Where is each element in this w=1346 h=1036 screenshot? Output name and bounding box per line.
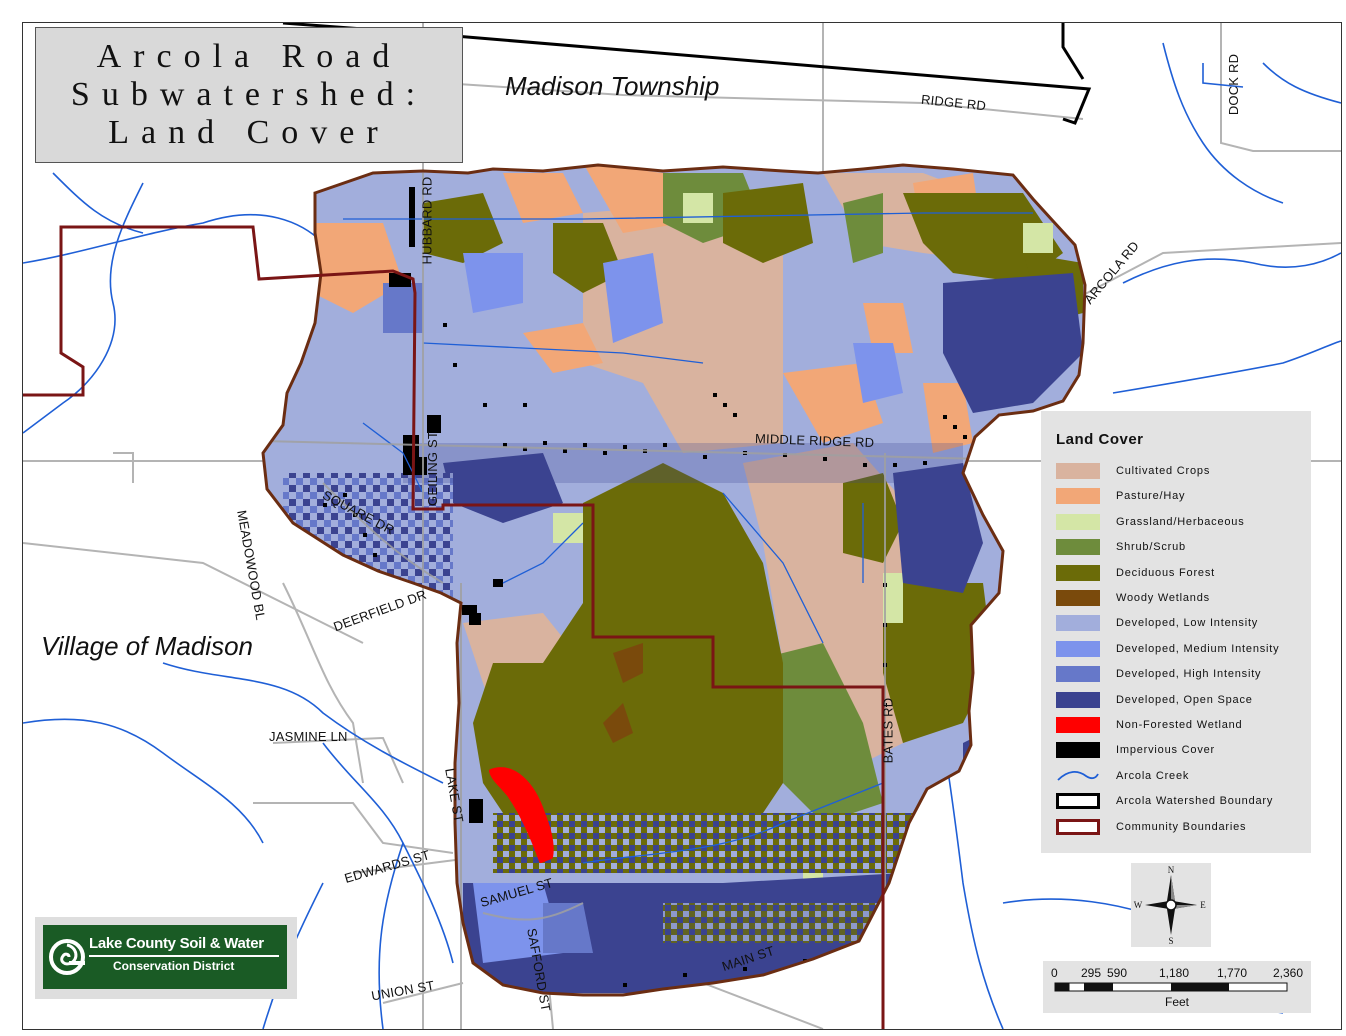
- scale-tick-label: 295: [1081, 966, 1102, 980]
- logo-rule: [89, 955, 279, 957]
- legend-item: Pasture/Hay: [1056, 486, 1185, 506]
- legend-item: Shrub/Scrub: [1056, 537, 1186, 557]
- legend-label: Grassland/Herbaceous: [1116, 515, 1245, 528]
- legend-swatch: [1056, 590, 1100, 606]
- legend-swatch: [1056, 768, 1100, 784]
- legend-swatch: [1056, 793, 1100, 810]
- legend-swatch: [1056, 539, 1100, 556]
- legend-swatch: [1056, 666, 1100, 683]
- swirl-logo-icon: [49, 939, 85, 975]
- legend-label: Developed, Low Intensity: [1116, 617, 1259, 630]
- legend-item: Non-Forested Wetland: [1056, 715, 1242, 735]
- road-label-hubbard-rd: HUBBARD RD: [419, 176, 435, 265]
- compass-w: W: [1134, 900, 1143, 910]
- legend-label: Developed, Open Space: [1116, 693, 1253, 706]
- logo: Lake County Soil & Water Conservation Di…: [43, 925, 287, 989]
- legend-label: Impervious Cover: [1116, 744, 1215, 757]
- legend-label: Deciduous Forest: [1116, 566, 1216, 579]
- compass-s: S: [1168, 936, 1173, 946]
- title-line-3: Land Cover: [108, 114, 390, 151]
- place-label-madison-township: Madison Township: [505, 71, 720, 101]
- legend-label: Developed, Medium Intensity: [1116, 642, 1280, 655]
- legend-label: Community Boundaries: [1116, 820, 1247, 833]
- legend-item: Cultivated Crops: [1056, 461, 1210, 481]
- legend-item: Developed, Open Space: [1056, 690, 1253, 710]
- legend-item: Developed, Medium Intensity: [1056, 639, 1279, 659]
- legend-swatch: [1056, 742, 1100, 759]
- title-line-2: Subwatershed:: [70, 76, 428, 113]
- scale-tick-label: 0: [1051, 966, 1058, 980]
- watershed-outline: [261, 163, 1087, 997]
- legend-item: Arcola Creek: [1056, 766, 1189, 786]
- legend-label: Shrub/Scrub: [1116, 541, 1186, 554]
- legend-item: Developed, Low Intensity: [1056, 613, 1258, 633]
- legend-label: Cultivated Crops: [1116, 465, 1211, 477]
- scale-tick-label: 1,180: [1159, 966, 1190, 980]
- logo-box: Lake County Soil & Water Conservation Di…: [35, 917, 297, 999]
- legend-label: Woody Wetlands: [1116, 592, 1210, 604]
- compass-rose-icon: N S E W: [1134, 865, 1207, 946]
- legend-label: Arcola Creek: [1116, 769, 1190, 782]
- legend-label: Non-Forested Wetland: [1116, 719, 1243, 731]
- scale-bar-graphic: [1054, 982, 1288, 992]
- legend-swatch: [1056, 513, 1100, 530]
- legend-swatch: [1056, 691, 1100, 708]
- legend-swatch: [1056, 717, 1100, 733]
- compass-n: N: [1168, 865, 1175, 875]
- legend-swatch: [1056, 463, 1100, 479]
- legend-item: Deciduous Forest: [1056, 563, 1215, 583]
- land-cover-layer: [263, 165, 1085, 995]
- legend-title: Land Cover: [1056, 431, 1144, 448]
- legend-swatch: [1056, 488, 1100, 505]
- legend-label: Developed, High Intensity: [1116, 668, 1262, 681]
- scale-unit: Feet: [1164, 995, 1189, 1009]
- legend-item: Impervious Cover: [1056, 740, 1215, 760]
- scale-tick-label: 590: [1107, 966, 1128, 980]
- road-label-geiling-st: GEILING ST: [424, 431, 440, 506]
- legend-item: Community Boundaries: [1056, 817, 1246, 837]
- community-boundaries: [23, 225, 885, 1029]
- legend-label: Arcola Watershed Boundary: [1116, 795, 1274, 808]
- non-forested-wetland-patch: [489, 767, 554, 863]
- road-label-dock-rd: DOCK RD: [1226, 53, 1242, 116]
- scale-tick-label: 2,360: [1273, 966, 1304, 980]
- creek-network: [23, 42, 1341, 1029]
- north-arrow: N S E W: [1131, 863, 1211, 947]
- road-label-bates-rd: BATES RD: [880, 697, 896, 764]
- logo-line-2: Conservation District: [113, 959, 235, 973]
- scale-bar: 0 295 590 1,180 1,770 2,360 Feet: [1043, 961, 1311, 1013]
- map-canvas: [23, 23, 1341, 1029]
- legend-item: Grassland/Herbaceous: [1056, 512, 1245, 532]
- compass-e: E: [1200, 900, 1206, 910]
- legend-swatch: [1056, 818, 1100, 835]
- road-label-jasmine-ln: JASMINE LN: [269, 729, 348, 744]
- title-line-1: Arcola Road: [96, 38, 402, 75]
- scale-tick-label: 1,770: [1217, 966, 1248, 980]
- place-label-village-of-madison: Village of Madison: [41, 631, 253, 661]
- legend-item: Woody Wetlands: [1056, 588, 1210, 608]
- legend-swatch: [1056, 564, 1100, 581]
- logo-line-1: Lake County Soil & Water: [89, 935, 264, 952]
- legend-label: Pasture/Hay: [1116, 490, 1186, 503]
- legend-item: Developed, High Intensity: [1056, 664, 1261, 684]
- legend-item: Arcola Watershed Boundary: [1056, 791, 1273, 811]
- map-title-box: Arcola Road Subwatershed: Land Cover: [35, 27, 463, 163]
- map-frame: Arcola Road Subwatershed: Land Cover Mad…: [22, 22, 1342, 1030]
- legend-swatch: [1056, 640, 1100, 657]
- legend-swatch: [1056, 615, 1100, 632]
